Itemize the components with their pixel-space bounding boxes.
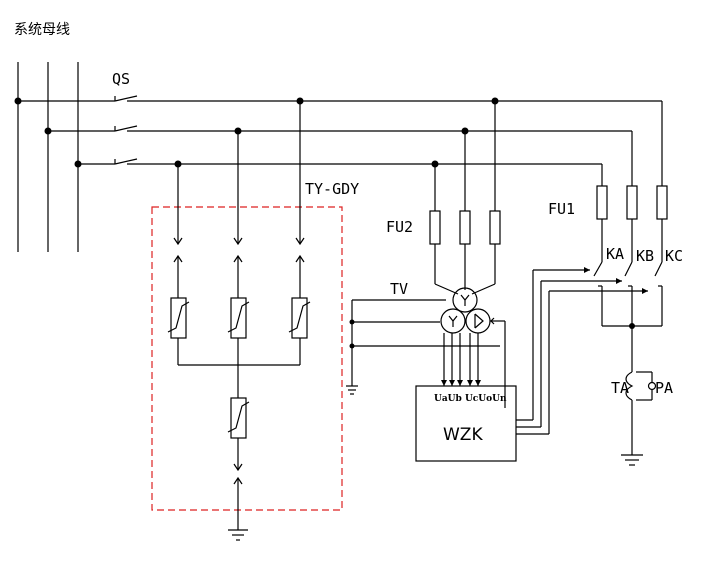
ta-label: TA bbox=[611, 379, 629, 397]
system-bus bbox=[14, 62, 82, 252]
kb-label: KB bbox=[636, 247, 654, 265]
surge-arresters bbox=[167, 101, 311, 541]
wzk-controller: UaUb UcUoUn WZK bbox=[415, 385, 517, 462]
ka-label: KA bbox=[606, 245, 624, 263]
ct-and-ammeter bbox=[621, 326, 657, 466]
fu2-fuses bbox=[429, 101, 501, 295]
fu1-label: FU1 bbox=[548, 200, 575, 218]
qs-label: QS bbox=[112, 70, 130, 88]
fu2-label: FU2 bbox=[386, 218, 413, 236]
wzk-inputs-label: UaUb UcUoUn bbox=[434, 394, 507, 404]
relay-contacts bbox=[593, 261, 663, 329]
pt-secondary-wires bbox=[346, 299, 500, 395]
ty-gdy-enclosure bbox=[151, 206, 343, 511]
kc-label: KC bbox=[665, 247, 683, 265]
tv-label: TV bbox=[390, 280, 408, 298]
pa-label: PA bbox=[655, 379, 673, 397]
ty-gdy-label: TY-GDY bbox=[305, 180, 359, 198]
wzk-label: WZK bbox=[443, 425, 483, 445]
bus-title: 系统母线 bbox=[14, 22, 70, 38]
relay-control-wires bbox=[516, 267, 648, 435]
fu1-fuses bbox=[596, 101, 668, 262]
tv-transformer bbox=[440, 287, 506, 408]
qs-switch bbox=[18, 95, 662, 165]
junction-dots bbox=[174, 97, 499, 168]
